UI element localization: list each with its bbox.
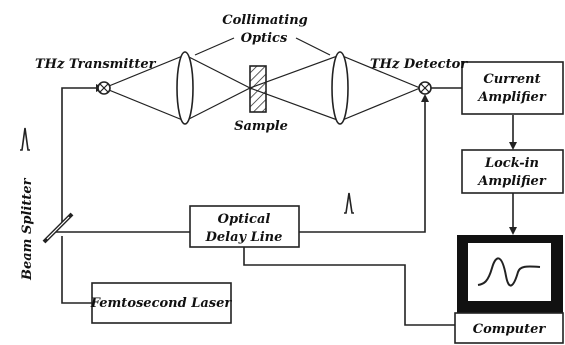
current-amplifier-box xyxy=(461,61,564,115)
lockin-amplifier-box xyxy=(461,149,564,194)
thz-transmitter-icon xyxy=(97,81,111,95)
computer-label: Computer xyxy=(473,322,547,337)
lockin-label-2: Amplifier xyxy=(476,174,547,189)
beam-path-to-transmitter xyxy=(61,87,96,222)
arrow-to-monitor xyxy=(509,227,517,235)
optical-delay-label-2: Delay Line xyxy=(205,230,283,245)
monitor-screen xyxy=(468,243,551,301)
monitor xyxy=(457,235,563,313)
beam-path-to-detector xyxy=(299,100,426,233)
thz-detector-icon xyxy=(418,81,432,95)
collimating-pointer-right xyxy=(295,37,331,56)
pump-pulse-icon xyxy=(20,127,30,151)
femtosecond-laser-label: Femtosecond Laser xyxy=(90,296,233,311)
optical-delay-label-1: Optical xyxy=(218,212,271,227)
computer-box xyxy=(454,312,564,344)
lens-1 xyxy=(176,51,194,125)
probe-pulse-icon xyxy=(344,192,354,214)
lens-2 xyxy=(331,51,349,125)
beam-path-to-laser xyxy=(61,236,92,304)
femtosecond-laser-box xyxy=(91,282,232,324)
collimating-label-1: Collimating xyxy=(222,13,308,28)
arrow-to-detector xyxy=(421,94,429,102)
collimating-pointer-left xyxy=(194,37,235,56)
thz-detector-label: THz Detector xyxy=(370,57,468,72)
sample-block xyxy=(249,65,267,113)
thz-waveform-trace xyxy=(477,257,541,287)
lockin-label-1: Lock-in xyxy=(484,156,539,171)
sample-label: Sample xyxy=(234,119,288,134)
thz-transmitter-label: THz Transmitter xyxy=(35,57,157,72)
arrow-to-lockin xyxy=(509,142,517,150)
current-amp-label-2: Amplifier xyxy=(476,90,547,105)
beam-splitter-label: Beam Splitter xyxy=(20,177,35,281)
optical-delay-line-box xyxy=(189,205,300,248)
collimating-label-2: Optics xyxy=(241,31,288,46)
control-delay-to-computer xyxy=(243,247,455,326)
current-amp-label-1: Current xyxy=(483,72,540,87)
